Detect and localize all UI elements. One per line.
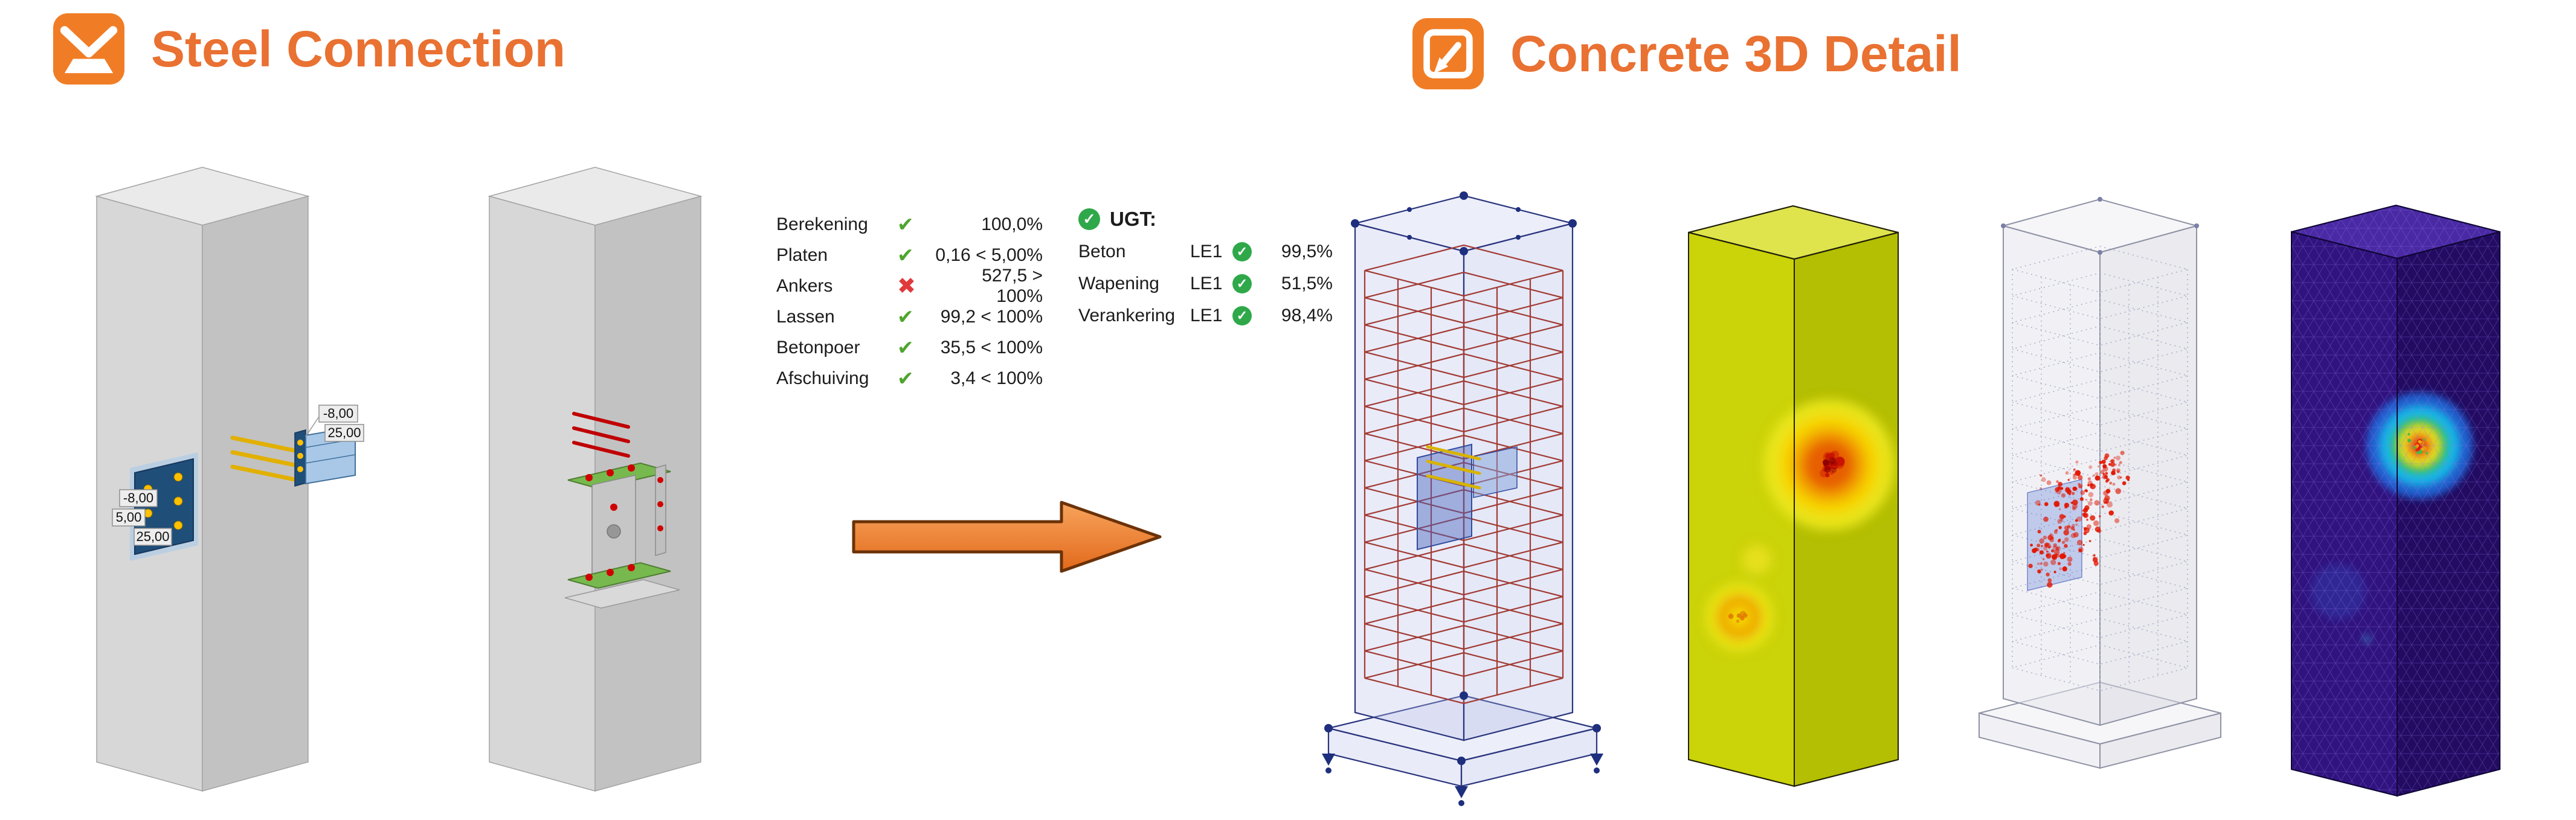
steel-section-header: Steel Connection — [53, 13, 565, 85]
concrete-section-title: Concrete 3D Detail — [1510, 25, 1962, 82]
result-label: Afschuiving — [776, 368, 869, 388]
concrete-model-heatmap — [1673, 197, 1915, 801]
pass-check-icon: ✔ — [897, 336, 914, 359]
pass-check-icon: ✔ — [897, 213, 914, 235]
anchor-rods — [230, 435, 300, 482]
connection-plates — [564, 462, 680, 609]
node-markers — [1324, 191, 1601, 765]
ugt-label: Beton — [1078, 241, 1126, 261]
concrete-section-header: Concrete 3D Detail — [1412, 18, 1962, 89]
result-value: 99,2 < 100% — [940, 306, 1043, 327]
box-edges — [1688, 205, 1899, 787]
ugt-title: UGT: — [1110, 208, 1156, 230]
ugt-value: 98,4% — [1281, 305, 1333, 325]
svg-text:-8,00: -8,00 — [323, 406, 353, 421]
dimension-tag: -8,00 — [318, 405, 358, 423]
result-label: Lassen — [776, 306, 835, 327]
result-value: 527,5 > 100% — [982, 265, 1043, 306]
svg-text:-8,00: -8,00 — [123, 490, 153, 505]
steel-connection-model-1: -8,00 25,00 -8,00 5,00 25,00 — [85, 154, 375, 809]
result-label: Berekening — [776, 214, 868, 234]
ugt-row: Beton LE1 ✓ 99,5% — [1078, 235, 1333, 267]
result-value: 0,16 < 5,00% — [935, 245, 1043, 265]
result-label: Platen — [776, 245, 828, 265]
ugt-case: LE1 — [1190, 241, 1223, 261]
dimension-tag: -8,00 — [119, 489, 158, 507]
pass-check-icon: ✔ — [897, 367, 914, 389]
check-results-table: Berekening ✔ 100,0% Platen ✔ 0,16 < 5,00… — [776, 209, 1043, 394]
svg-text:5,00: 5,00 — [116, 510, 142, 525]
ugt-value: 51,5% — [1281, 273, 1333, 293]
ugt-label: Verankering — [1078, 305, 1176, 325]
concrete-model-fe-mesh — [2270, 192, 2524, 819]
anchor-rods-red — [572, 412, 630, 458]
pass-check-icon: ✔ — [897, 306, 914, 328]
steel-column — [95, 167, 310, 792]
dimension-tags: -8,00 25,00 -8,00 5,00 25,00 — [112, 405, 364, 546]
steel-connection-app-icon — [53, 13, 124, 85]
detail-frame-arrow-icon — [1423, 29, 1473, 78]
ugt-row-check-icon: ✓ — [1232, 306, 1252, 325]
svg-text:25,00: 25,00 — [327, 425, 361, 440]
ugt-header: ✓ UGT: — [1078, 203, 1333, 235]
steel-column — [488, 167, 703, 792]
support-markers — [1322, 754, 1603, 806]
steel-section-title: Steel Connection — [151, 20, 566, 77]
dimension-tag: 5,00 — [112, 508, 146, 527]
ugt-check-icon: ✓ — [1078, 208, 1100, 230]
result-label: Betonpoer — [776, 337, 860, 357]
result-label: Ankers — [776, 275, 833, 296]
concrete-model-anchor-scatter — [1970, 179, 2230, 816]
ugt-panel: ✓ UGT: Beton LE1 ✓ 99,5% Wapening LE1 ✓ … — [1078, 203, 1333, 332]
failed-anchor-scatter — [2028, 450, 2130, 588]
dimension-tag: 25,00 — [134, 528, 172, 546]
utilization-heatmap — [1705, 400, 1895, 651]
rebar-cage — [1364, 244, 1564, 705]
concrete-detail-app-icon — [1412, 18, 1484, 89]
node-markers — [2001, 197, 2199, 255]
result-value: 35,5 < 100% — [940, 337, 1043, 357]
bolt-dots-red — [585, 464, 663, 581]
fail-cross-icon: ✖ — [897, 274, 916, 298]
svg-text:25,00: 25,00 — [136, 529, 169, 544]
ugt-row: Wapening LE1 ✓ 51,5% — [1078, 267, 1333, 299]
result-value: 100,0% — [981, 214, 1043, 234]
connection-icon — [60, 26, 118, 74]
concrete-column-outline — [2001, 198, 2199, 726]
workflow-arrow-icon — [849, 496, 1166, 578]
steel-connection-model-2 — [477, 154, 767, 809]
ugt-row-check-icon: ✓ — [1232, 274, 1252, 293]
result-value: 3,4 < 100% — [950, 368, 1043, 388]
ugt-value: 99,5% — [1281, 241, 1333, 261]
ugt-label: Wapening — [1078, 273, 1159, 293]
embedded-steel-connection — [1417, 443, 1518, 551]
ugt-case: LE1 — [1190, 305, 1223, 325]
ugt-row: Verankering LE1 ✓ 98,4% — [1078, 299, 1333, 332]
pass-check-icon: ✔ — [897, 244, 914, 266]
box-edges — [2291, 204, 2500, 797]
mesh-overlay — [2291, 205, 2500, 796]
dimension-tag: 25,00 — [324, 424, 364, 442]
concrete-model-wireframe-rebar — [1318, 174, 1611, 820]
ugt-row-check-icon: ✓ — [1232, 242, 1252, 261]
ugt-case: LE1 — [1190, 273, 1223, 293]
